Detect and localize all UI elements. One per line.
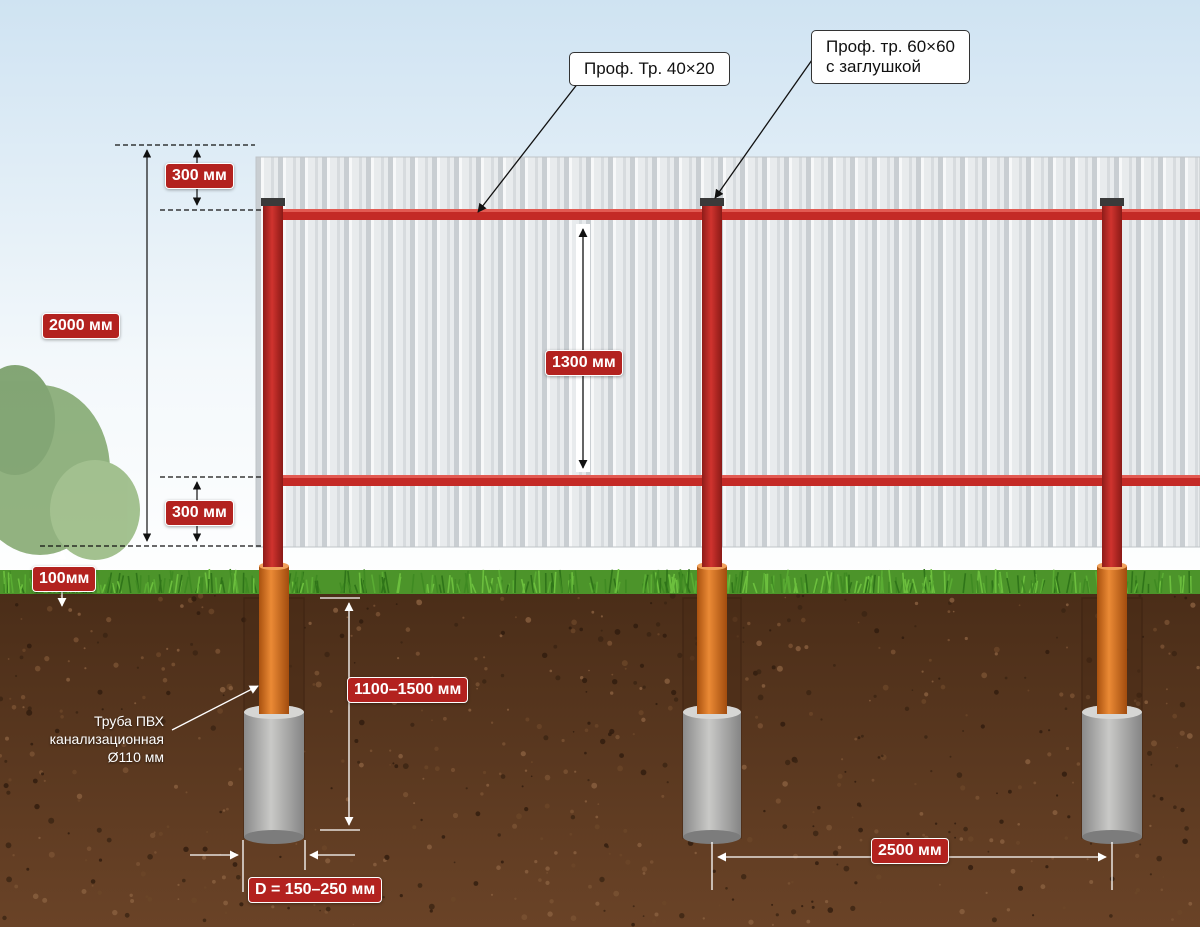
rail-profile-callout: Проф. Тр. 40×20 [569,52,730,86]
pvc-pipe-note-line1: Труба ПВХ [93,713,164,729]
ground-gap-badge: 100мм [32,566,97,592]
top-gap-badge: 300 мм [165,163,234,189]
footing-diameter-badge: D = 150–250 мм [248,877,383,903]
pvc-pipe-note-line3: Ø110 мм [107,749,164,765]
rail-spacing-dimension [576,224,590,472]
footing-diameter-dimension [190,840,355,892]
pipe-leader-line [171,685,259,731]
post-profile-callout: Проф. тр. 60×60 с заглушкой [811,30,970,84]
post-cap-2 [700,198,724,206]
post-profile-label-line1: Проф. тр. 60×60 [826,37,955,56]
concrete-footing-1 [244,705,304,844]
horizontal-rails [283,209,1200,486]
leader-lines [477,59,813,213]
concrete-footings [244,705,1142,844]
pvc-pipe-2 [697,566,727,714]
rail-spacing-badge: 1300 мм [545,350,623,376]
total-height-badge: 2000 мм [42,313,120,339]
concrete-footing-3 [1082,705,1142,844]
top-rail [283,209,1200,220]
pvc-pipe-3 [1097,566,1127,714]
bottom-rail [283,475,1200,486]
concrete-footing-2 [683,705,741,844]
post-depth-dimension [320,597,360,831]
post-depth-badge: 1100–1500 мм [347,677,469,703]
rail-profile-label: Проф. Тр. 40×20 [584,59,715,78]
pvc-pipes [259,562,1127,714]
fence-posts [261,198,1124,567]
post-cap-1 [261,198,285,206]
pvc-pipe-note: Труба ПВХ канализационная Ø110 мм [40,712,164,766]
post-2 [702,204,722,567]
pvc-pipe-1 [259,566,289,714]
post-profile-label-line2: с заглушкой [826,57,921,76]
post-spacing-badge: 2500 мм [871,838,949,864]
bottom-gap-badge: 300 мм [165,500,234,526]
background-trees [0,365,140,560]
soil-ground [0,588,1200,927]
post-1 [263,204,283,567]
pvc-pipe-note-line2: канализационная [49,731,164,747]
post-3 [1102,204,1122,567]
post-cap-3 [1100,198,1124,206]
